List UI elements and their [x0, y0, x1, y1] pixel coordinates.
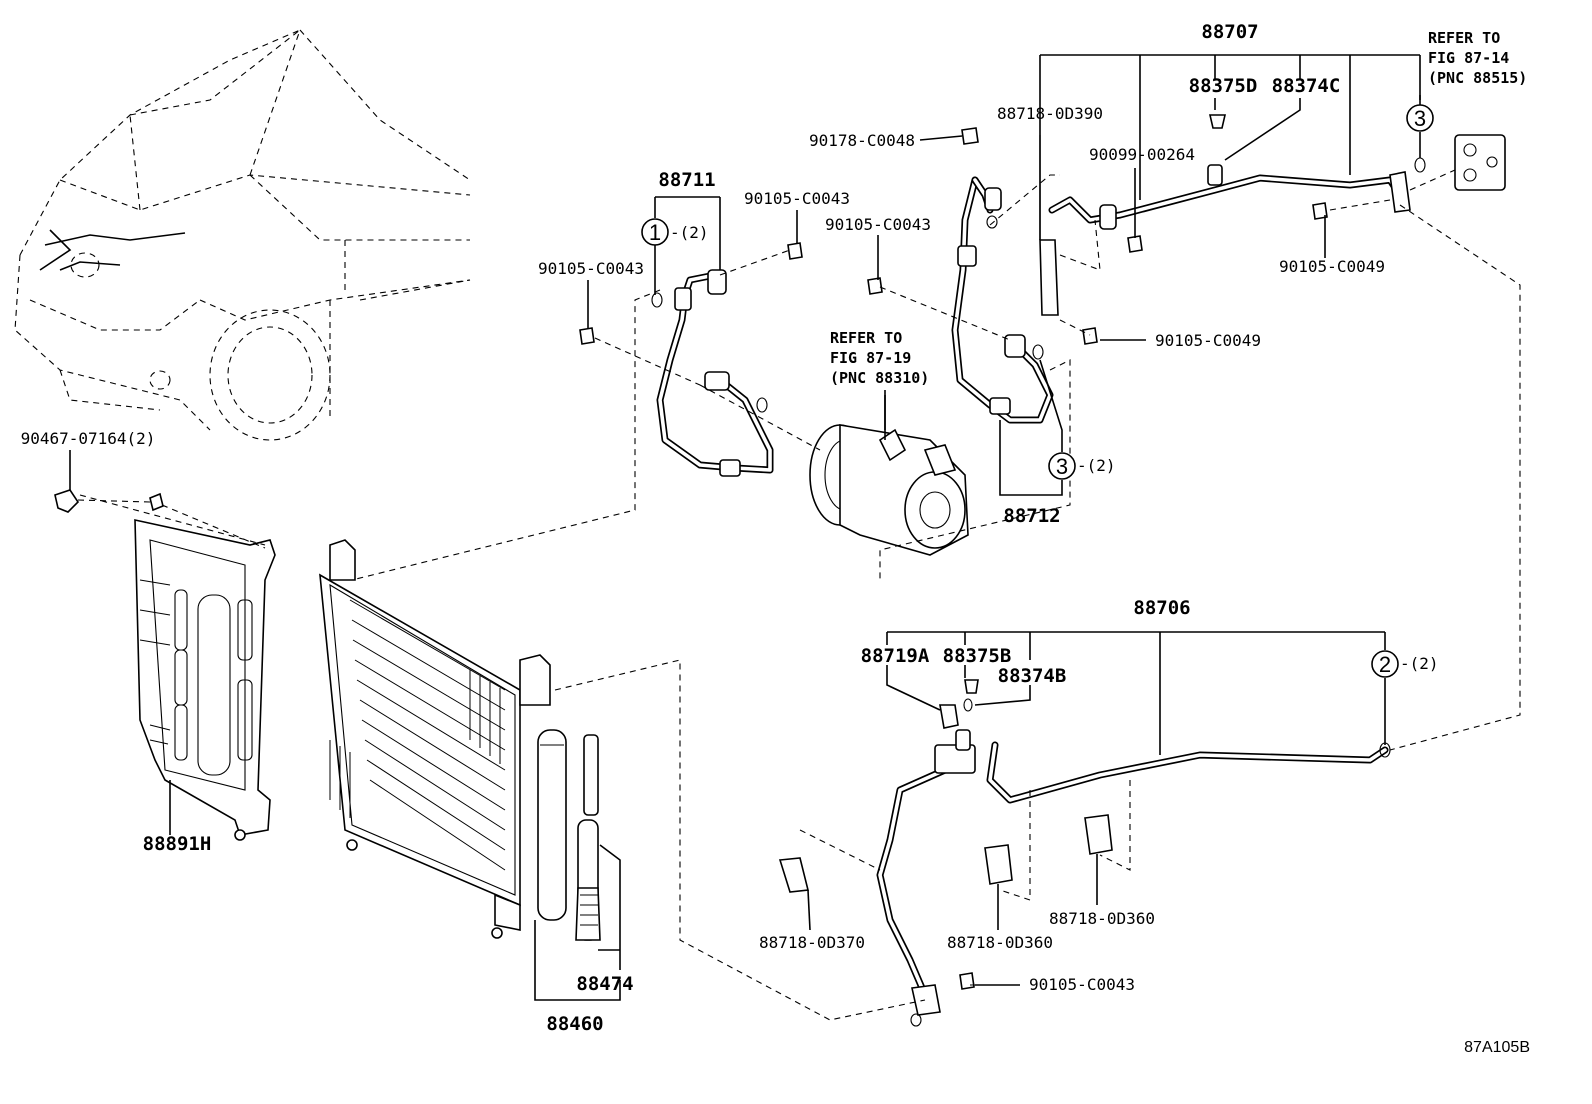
clip-90467-illustration	[54, 489, 266, 549]
part-label-88711[interactable]: 88711	[658, 169, 715, 191]
discharge-hose-88711-illustration	[651, 269, 774, 477]
part-label-88891H[interactable]: 88891H	[143, 833, 212, 855]
part-label-88718-0D360-a[interactable]: 88718-0D360	[947, 933, 1053, 952]
ref-compressor-line1: REFER TO	[830, 329, 902, 347]
ref-valve-line2: FIG 87-14	[1428, 49, 1509, 67]
callout-3-mid-number: 3	[1056, 454, 1068, 479]
condenser-illustration	[319, 539, 567, 939]
part-label-88460[interactable]: 88460	[546, 1013, 603, 1035]
callout-2-qty: -(2)	[1400, 654, 1439, 673]
vehicle-ac-lines-highlight	[39, 229, 186, 271]
part-label-88712[interactable]: 88712	[1003, 505, 1060, 527]
ref-compressor-line2: FIG 87-19	[830, 349, 911, 367]
leader-lines	[69, 54, 1421, 1001]
desiccant-88474-illustration	[575, 734, 601, 941]
connection-dashed-lines	[351, 169, 1521, 1021]
ref-valve-line1: REFER TO	[1428, 29, 1500, 47]
part-label-88474[interactable]: 88474	[576, 973, 633, 995]
part-label-90105-C0049-upper[interactable]: 90105-C0049	[1279, 257, 1385, 276]
part-label-88707[interactable]: 88707	[1201, 21, 1258, 43]
part-label-90105-C0049-lower[interactable]: 90105-C0049	[1155, 331, 1261, 350]
fan-shroud-illustration	[134, 519, 276, 841]
part-label-88375B[interactable]: 88375B	[943, 645, 1012, 667]
callout-1: 1 -(2)	[641, 218, 709, 246]
reference-note-compressor: REFER TO FIG 87-19 (PNC 88310)	[830, 329, 929, 387]
tube-88707-illustration	[961, 114, 1426, 316]
callout-3-mid-qty: -(2)	[1077, 456, 1116, 475]
part-label-90105-C0043-c[interactable]: 90105-C0043	[538, 259, 644, 278]
suction-hose-88712-illustration	[951, 176, 1054, 424]
compressor-illustration	[809, 424, 969, 556]
part-label-88375D[interactable]: 88375D	[1189, 75, 1258, 97]
part-label-88374B[interactable]: 88374B	[998, 665, 1067, 687]
part-label-88718-0D360-b[interactable]: 88718-0D360	[1049, 909, 1155, 928]
callout-2: 2 -(2)	[1371, 650, 1439, 678]
bolt-icons	[579, 202, 1328, 990]
part-label-88374C[interactable]: 88374C	[1272, 75, 1341, 97]
callout-1-qty: -(2)	[670, 223, 709, 242]
vehicle-locator-illustration	[14, 29, 471, 441]
callout-3-mid: 3 -(2)	[1048, 452, 1116, 480]
ref-compressor-line3[interactable]: (PNC 88310)	[830, 369, 929, 387]
part-label-88719A[interactable]: 88719A	[861, 645, 930, 667]
part-label-90105-C0043-b[interactable]: 90105-C0043	[825, 215, 931, 234]
part-label-88718-0D390[interactable]: 88718-0D390	[997, 104, 1103, 123]
callout-2-number: 2	[1379, 652, 1391, 677]
diagram-id: 87A105B	[1464, 1039, 1530, 1056]
part-label-90105-C0043-d[interactable]: 90105-C0043	[1029, 975, 1135, 994]
part-label-90099-00264[interactable]: 90099-00264	[1089, 145, 1195, 164]
callout-1-number: 1	[649, 220, 661, 245]
part-label-88706[interactable]: 88706	[1133, 597, 1190, 619]
callout-3-top: 3	[1406, 104, 1434, 132]
part-label-90467-07164[interactable]: 90467-07164(2)	[21, 429, 156, 448]
ref-valve-line3[interactable]: (PNC 88515)	[1428, 69, 1527, 87]
reference-note-expansion-valve: REFER TO FIG 87-14 (PNC 88515)	[1428, 29, 1527, 87]
part-label-90105-C0043-a[interactable]: 90105-C0043	[744, 189, 850, 208]
part-label-88718-0D370[interactable]: 88718-0D370	[759, 933, 865, 952]
callout-3-top-number: 3	[1414, 106, 1426, 131]
part-labels: 88707 88375D 88374C 88718-0D390 90178-C0…	[21, 21, 1385, 1035]
part-label-90178-C0048[interactable]: 90178-C0048	[809, 131, 915, 150]
tube-88706-illustration	[778, 679, 1391, 1027]
expansion-valve-illustration	[1454, 134, 1506, 191]
